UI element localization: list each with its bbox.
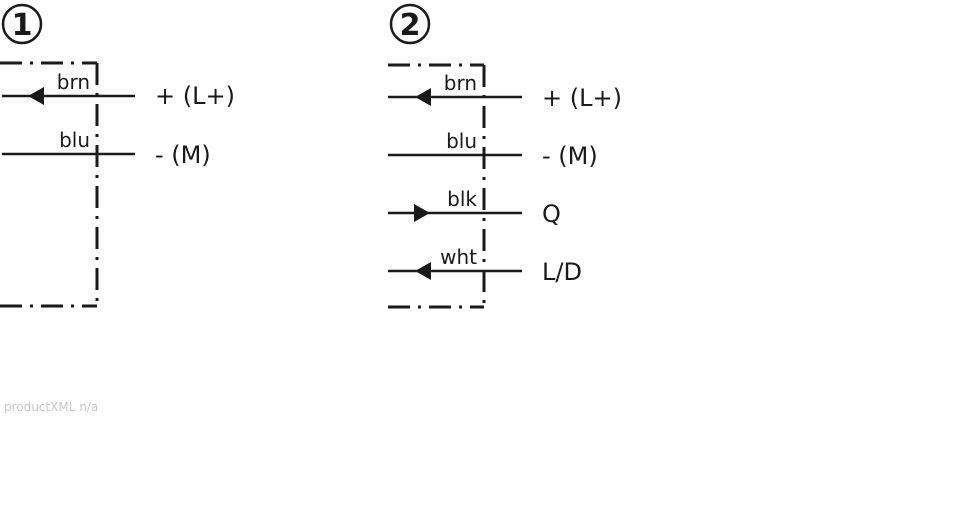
- arrow-left-icon: [415, 262, 431, 280]
- diagram-1-number-badge: 1: [1, 3, 43, 45]
- arrow-left-icon: [415, 88, 431, 106]
- diagram-1-wire-blu: blu - (M): [2, 128, 211, 169]
- diagram-1-housing: [0, 61, 99, 308]
- diagram-2-number: 2: [400, 8, 421, 43]
- diagram-2-wire-blu: blu - (M): [388, 129, 598, 170]
- diagram-2-housing: [388, 63, 486, 309]
- wire-signal-label: - (M): [542, 142, 598, 170]
- arrow-right-icon: [414, 204, 430, 222]
- wire-color-label: brn: [57, 70, 90, 94]
- wire-color-label: wht: [440, 245, 477, 269]
- diagram-2-number-badge: 2: [389, 3, 431, 45]
- wire-signal-label: L/D: [542, 258, 582, 286]
- diagram-1-number: 1: [12, 8, 33, 43]
- wire-signal-label: - (M): [155, 141, 211, 169]
- diagram-1-wire-brn: brn + (L+): [2, 70, 235, 110]
- wire-signal-label: Q: [542, 200, 561, 228]
- diagram-2-wire-blk: blk Q: [388, 187, 561, 228]
- wire-signal-label: + (L+): [155, 82, 235, 110]
- footer-note: productXML n/a: [4, 400, 99, 414]
- wire-signal-label: + (L+): [542, 84, 622, 112]
- diagram-2: 2 brn + (L+) blu - (M) blk Q: [388, 3, 622, 309]
- arrow-left-icon: [28, 87, 44, 105]
- diagram-2-wire-brn: brn + (L+): [388, 71, 622, 112]
- wire-color-label: brn: [444, 71, 477, 95]
- wire-color-label: blk: [447, 187, 477, 211]
- diagram-2-wire-wht: wht L/D: [388, 245, 582, 286]
- wire-color-label: blu: [446, 129, 477, 153]
- diagram-1: 1 brn + (L+) blu - (M): [0, 3, 235, 308]
- wire-color-label: blu: [59, 128, 90, 152]
